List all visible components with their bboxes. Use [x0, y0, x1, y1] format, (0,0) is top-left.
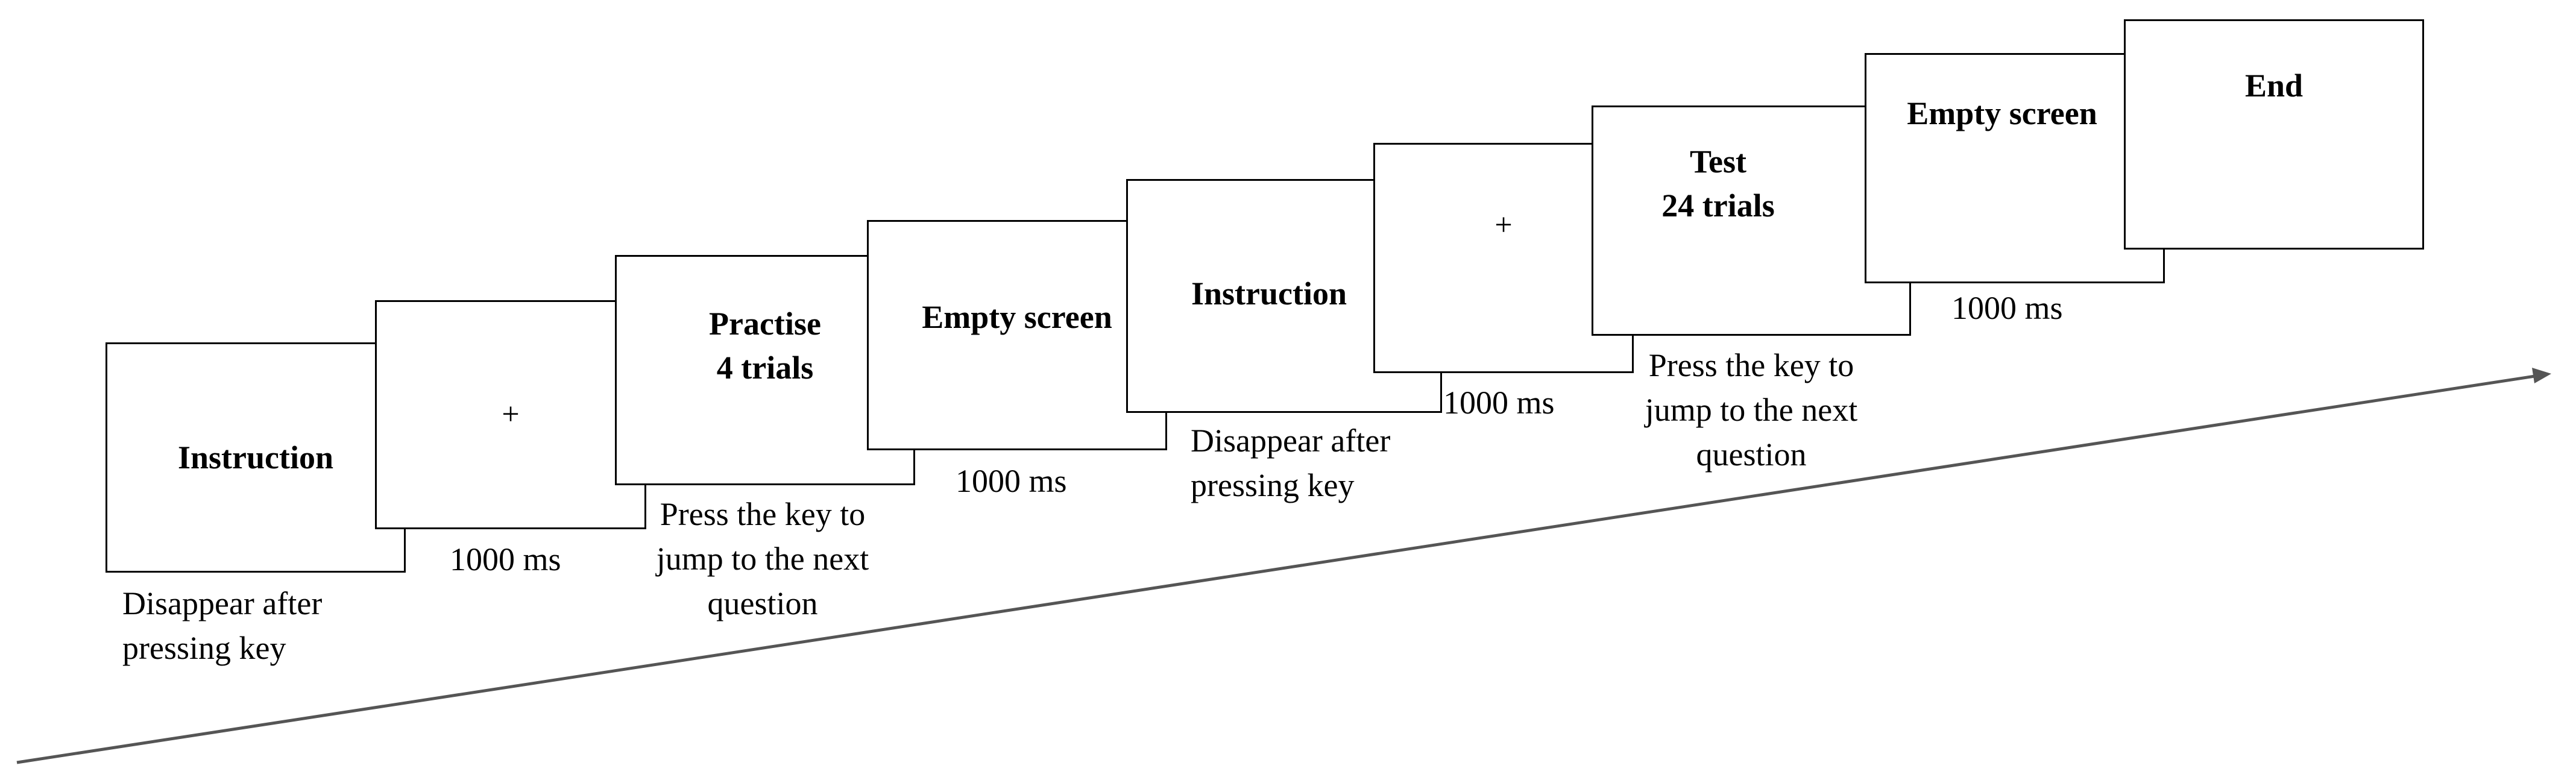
end-screen: End — [2124, 19, 2424, 250]
test-caption: Press the key to jump to the next questi… — [1645, 347, 1858, 473]
test-screen: Test 24 trials — [1592, 105, 1911, 336]
instruction-1-caption: Disappear after pressing key — [122, 585, 323, 666]
fixation-screen-1: + — [375, 300, 646, 529]
empty-screen-1-label: Empty screen — [922, 298, 1112, 335]
empty-1-duration: 1000 ms — [956, 463, 1067, 499]
fixation-screen-2: + — [1373, 143, 1634, 373]
fixation-2-duration: 1000 ms — [1443, 385, 1555, 421]
empty-screen-1: Empty screen — [867, 220, 1167, 450]
end-screen-label: End — [2244, 67, 2304, 104]
instruction-screen-1-label: Instruction — [177, 439, 334, 476]
fixation-cross-1: + — [502, 397, 520, 432]
instruction-screen-2-label: Instruction — [1191, 275, 1347, 312]
timeline-arrowhead — [2532, 368, 2551, 383]
practise-caption: Press the key to jump to the next questi… — [656, 496, 869, 621]
practise-screen: Practise 4 trials — [615, 255, 915, 485]
empty-2-duration: 1000 ms — [1951, 290, 2063, 326]
instruction-2-caption: Disappear after pressing key — [1191, 423, 1391, 503]
fixation-1-duration: 1000 ms — [450, 541, 561, 577]
practise-screen-label: Practise 4 trials — [709, 306, 821, 386]
instruction-screen-1: Instruction — [105, 342, 406, 573]
empty-screen-2: Empty screen — [1865, 53, 2165, 283]
fixation-cross-2: + — [1494, 207, 1513, 242]
timeline-line — [16, 374, 2536, 764]
empty-screen-2-label: Empty screen — [1907, 95, 2097, 131]
test-screen-label: Test 24 trials — [1661, 143, 1775, 224]
